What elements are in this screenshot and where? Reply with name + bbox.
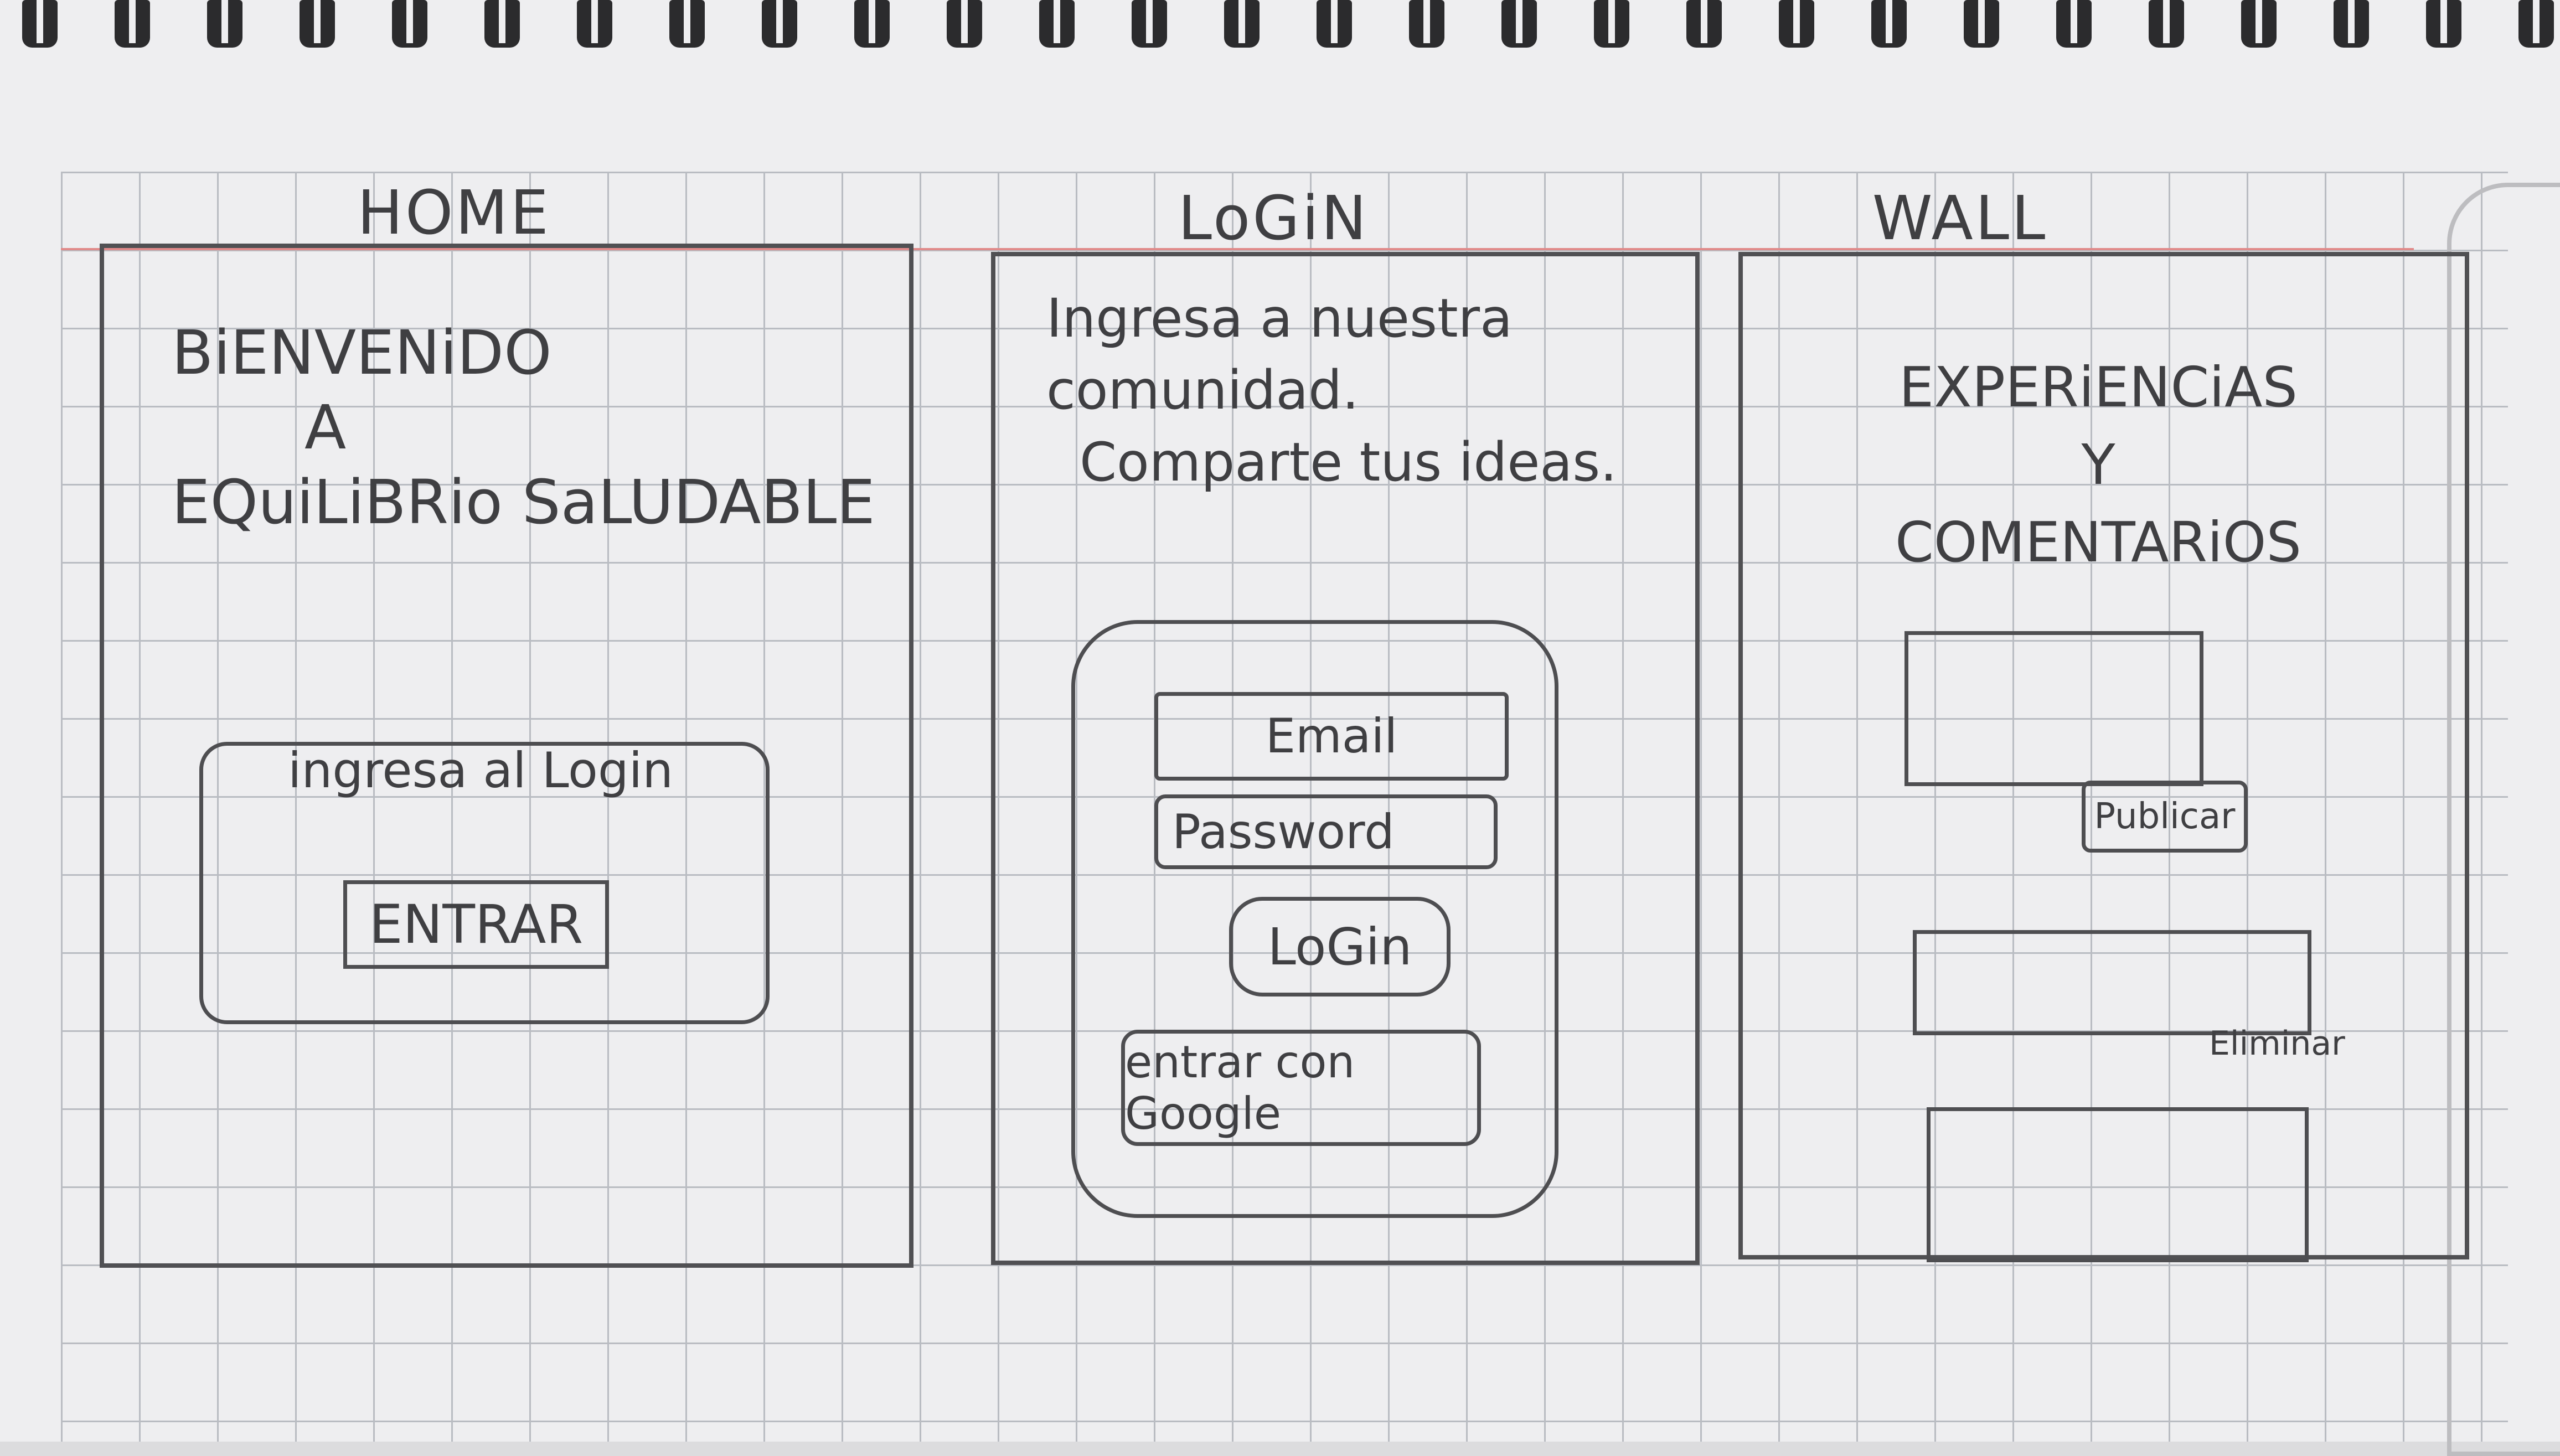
home-login-card [199,742,770,1024]
enter-button[interactable]: ENTRAR [343,880,609,969]
home-welcome-line-2: A [304,392,347,463]
home-welcome-line-1: BiENVENiDO [172,317,552,388]
wall-heading: EXPERiENCiAS Y COMENTARiOS [1794,349,2403,581]
spiral-ring [2149,0,2184,48]
home-screen-frame [100,244,913,1268]
email-field[interactable]: Email [1154,692,1509,781]
home-welcome-text: BiENVENiDO A EQuiLiBRio SaLUDABLE [172,316,875,540]
grid-paper [61,172,2508,1442]
spiral-ring [1964,0,1999,48]
spiral-ring [484,0,520,48]
comment-card [1927,1107,2309,1262]
wall-screen-title: WALL [1872,183,2048,254]
login-intro-text: Ingresa a nuestra comunidad. Comparte tu… [1046,282,1655,498]
spiral-ring [762,0,797,48]
wall-heading-line-3: COMENTARiOS [1895,510,2301,575]
spiral-ring [2056,0,2092,48]
spiral-ring [1224,0,1260,48]
spiral-ring [1871,0,1907,48]
wall-screen-frame [1738,252,2469,1259]
login-form-card [1071,620,1558,1218]
spiral-ring [1594,0,1629,48]
spiral-ring [2241,0,2277,48]
spiral-ring [1409,0,1444,48]
spiral-ring [577,0,612,48]
login-intro-line-1: Ingresa a nuestra [1046,287,1513,349]
spiral-ring [1132,0,1167,48]
spiral-ring [207,0,242,48]
login-intro-line-2: comunidad. [1046,359,1359,421]
spiral-binding [0,0,2560,53]
spiral-ring [854,0,890,48]
spiral-ring [2518,0,2554,48]
spiral-ring [1686,0,1722,48]
google-login-button[interactable]: entrar con Google [1121,1030,1481,1146]
spiral-ring [947,0,982,48]
spiral-ring [1317,0,1352,48]
spiral-ring [2426,0,2461,48]
spiral-ring [2334,0,2369,48]
margin-line [61,248,2414,250]
comment-card [1913,930,2311,1035]
spiral-ring [22,0,58,48]
wall-heading-line-2: Y [2081,432,2115,497]
publish-button[interactable]: Publicar [2082,781,2248,853]
home-screen-title: HOME [357,177,551,248]
home-welcome-line-3: EQuiLiBRio SaLUDABLE [172,467,875,538]
wall-heading-line-1: EXPERiENCiAS [1899,355,2298,420]
delete-link[interactable]: Eliminar [2209,1024,2345,1063]
post-input[interactable] [1904,631,2203,786]
login-button[interactable]: LoGin [1229,897,1451,997]
login-screen-title: LoGiN [1178,183,1369,254]
spiral-ring [1779,0,1814,48]
spiral-ring [115,0,150,48]
spiral-ring [1039,0,1075,48]
password-field[interactable]: Password [1154,794,1498,869]
spiral-ring [300,0,335,48]
login-screen-frame [991,252,1700,1265]
spiral-ring [669,0,705,48]
spiral-ring [1501,0,1537,48]
login-intro-line-3: Comparte tus ideas. [1080,431,1617,493]
spiral-ring [392,0,427,48]
home-login-card-label: ingresa al Login [288,742,673,799]
